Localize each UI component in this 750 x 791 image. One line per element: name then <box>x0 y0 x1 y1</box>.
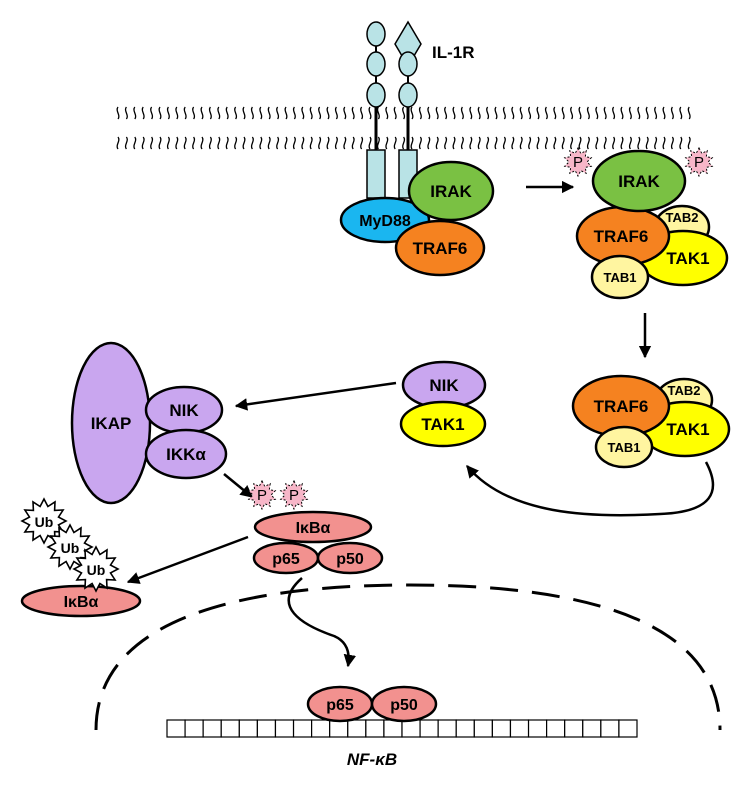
ubiquitin-label: Ub <box>35 514 54 530</box>
nik-label: NIK <box>429 376 459 395</box>
traf6-label: TRAF6 <box>594 397 649 416</box>
ubiquitin-label: Ub <box>61 540 80 556</box>
tab1-label: TAB1 <box>608 440 641 455</box>
ubiquitin-label: Ub <box>87 562 106 578</box>
ikba-node <box>253 510 373 544</box>
irak-label: IRAK <box>430 182 472 201</box>
tab2-label: TAB2 <box>666 210 699 225</box>
arrow-ikk-to-ikba <box>223 473 253 498</box>
p65-label: p65 <box>272 551 300 568</box>
nik-label: NIK <box>169 401 199 420</box>
phospho-label-left: P <box>573 154 583 171</box>
phospho-label-right: P <box>694 154 704 171</box>
complex-phospho-irak-traf6-tak1: P P IRAK TRAF6 TAB2 TAK1 TAB1 <box>563 146 729 300</box>
ikap-node <box>70 341 152 505</box>
nfkb-gene-label: NF-κB <box>347 750 397 769</box>
complex-ikap-nik-ikka: IKAP NIK IKKα <box>70 341 228 505</box>
ikba-node <box>20 584 142 618</box>
arrow-ikba-to-degradation <box>126 535 249 584</box>
ikap-label: IKAP <box>91 414 132 433</box>
arrow-nik-to-ikk <box>234 381 397 411</box>
tab2-label: TAB2 <box>668 383 701 398</box>
ubiquitinated-ikba: Ub Ub Ub IκBα <box>20 497 142 618</box>
nuclear-envelope <box>94 583 722 731</box>
p50-label: p50 <box>336 551 364 568</box>
ubiquitin-badge <box>72 545 120 593</box>
complex-traf6-tak1-tab: TRAF6 TAB2 TAK1 TAB1 <box>571 374 731 469</box>
ikba-label: IκBα <box>296 520 331 537</box>
traf6-label: TRAF6 <box>413 239 468 258</box>
complex-ikba-p65-p50: P P IκBα p65 p50 <box>247 479 384 575</box>
ikba-label: IκBα <box>64 594 99 611</box>
phospho-badge-left <box>563 146 593 178</box>
phospho-badge-left <box>247 479 277 511</box>
phospho-label-left: P <box>257 487 267 504</box>
cell-membrane <box>116 106 691 150</box>
phospho-label-right: P <box>289 487 299 504</box>
ubiquitin-badge <box>20 497 68 545</box>
ubiquitin-badge <box>46 523 94 571</box>
tab1-node <box>594 425 654 469</box>
tak1-label: TAK1 <box>666 249 709 268</box>
complex-myd88-irak-traf6: MyD88 IRAK TRAF6 <box>339 160 495 277</box>
p65-label: p65 <box>326 697 354 714</box>
p50-node <box>316 541 384 575</box>
arrow-nfkb-translocation <box>287 577 357 668</box>
irak-label: IRAK <box>618 172 660 191</box>
traf6-node <box>394 219 486 277</box>
tab1-node <box>590 254 650 300</box>
tak1-node <box>399 400 487 448</box>
phospho-badge-right <box>279 479 309 511</box>
receptor-label: IL-1R <box>432 43 475 62</box>
p50-node <box>370 685 438 723</box>
p50-label: p50 <box>390 697 418 714</box>
irak-node <box>407 160 495 222</box>
nucleus: p65 p50 NF-κB <box>94 583 722 769</box>
arrow-complex3-to-nik-tak1 <box>466 461 715 517</box>
irak-node <box>591 149 687 213</box>
dna-strand <box>166 719 638 738</box>
tak1-label: TAK1 <box>666 420 709 439</box>
receptor-chain-right <box>394 20 422 199</box>
tak1-label: TAK1 <box>421 415 464 434</box>
ikka-node <box>144 428 228 480</box>
traf6-label: TRAF6 <box>594 227 649 246</box>
myd88-label: MyD88 <box>359 213 411 230</box>
tab1-label: TAB1 <box>604 270 637 285</box>
ikka-label: IKKα <box>166 445 206 464</box>
phospho-badge-right <box>684 146 714 178</box>
complex-nik-tak1: NIK TAK1 <box>399 360 487 448</box>
